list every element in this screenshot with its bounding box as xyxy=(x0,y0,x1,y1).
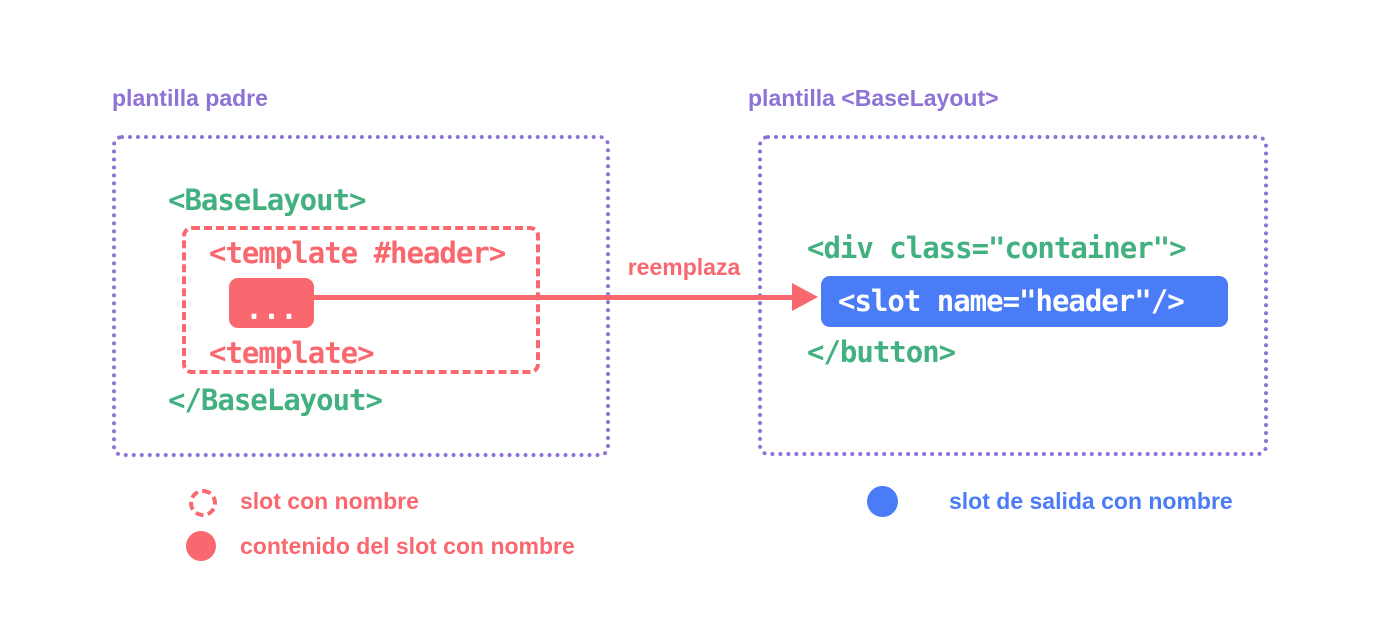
template-close-tag: <template> xyxy=(209,336,375,370)
baselayout-close-tag: </BaseLayout> xyxy=(168,383,383,417)
replace-arrow-head-icon xyxy=(792,283,818,311)
slot-content-legend-label: contenido del slot con nombre xyxy=(240,533,575,559)
replace-arrow-line xyxy=(306,295,794,300)
slot-outlet-tag: <slot name="header"/> xyxy=(838,284,1185,318)
named-slot-box: <template #header> ... <template> xyxy=(182,226,540,374)
named-slot-legend-label: slot con nombre xyxy=(240,488,419,514)
slot-content-legend-icon xyxy=(186,531,216,561)
template-header-open-tag: <template #header> xyxy=(209,236,506,270)
named-slot-legend-icon xyxy=(189,489,217,517)
replace-arrow-label: reemplaza xyxy=(627,254,741,280)
slot-content-placeholder: ... xyxy=(245,292,298,326)
baselayout-template-box: <div class="container"> <slot name="head… xyxy=(758,135,1268,456)
slot-outlet-legend-icon xyxy=(867,486,898,517)
button-close-tag: </button> xyxy=(807,335,956,369)
baselayout-template-title: plantilla <BaseLayout> xyxy=(748,85,999,111)
div-container-open-tag: <div class="container"> xyxy=(807,231,1187,265)
baselayout-open-tag: <BaseLayout> xyxy=(168,183,367,217)
parent-template-title: plantilla padre xyxy=(112,85,268,111)
slot-outlet-box: <slot name="header"/> xyxy=(821,276,1228,327)
slot-outlet-legend-label: slot de salida con nombre xyxy=(949,488,1233,514)
slot-content-box: ... xyxy=(229,278,314,328)
parent-template-box: <BaseLayout> <template #header> ... <tem… xyxy=(112,135,610,457)
